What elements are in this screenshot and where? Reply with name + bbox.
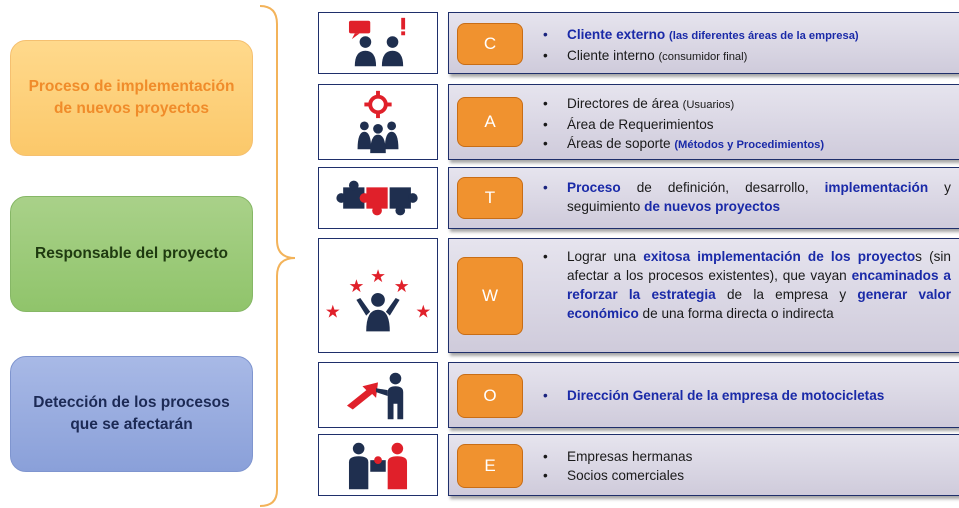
bullet-text: Cliente interno [567, 48, 659, 63]
category-project-owner: Responsable del proyecto [10, 196, 253, 312]
svg-text:★: ★ [349, 277, 365, 297]
bullet-text: implementación [824, 180, 929, 195]
row-t: T Proceso de definición, desarrollo, imp… [448, 167, 959, 229]
two-people-puzzle-icon [318, 434, 438, 496]
row-o: O Dirección General de la empresa de mot… [448, 362, 959, 428]
svg-text:★: ★ [415, 303, 431, 323]
bullet-text: Áreas de soporte [567, 136, 675, 151]
bullet-list: Cliente externo (las diferentes áreas de… [541, 25, 951, 67]
bullet-text: (Métodos y Procedimientos) [674, 139, 825, 151]
puzzle-pieces-icon [318, 167, 438, 229]
letter-badge: T [457, 177, 523, 219]
bullet-list: Dirección General de la empresa de motoc… [541, 386, 951, 405]
bullet-text: (Usuarios) [682, 99, 735, 111]
letter-badge: E [457, 444, 523, 488]
bullet-text: encaminados a reforzar la estrategia [567, 268, 951, 302]
row-w: W Lograr una exitosa implementación de l… [448, 238, 959, 353]
category-label: Detección de los procesos que se afectar… [33, 394, 230, 433]
category-implementation-process: Proceso de implementación de nuevos proy… [10, 40, 253, 156]
row-c: C Cliente externo (las diferentes áreas … [448, 12, 959, 74]
category-label: Proceso de implementación de nuevos proy… [28, 78, 235, 117]
bullet-text: generar valor económico [567, 287, 952, 321]
bullet-text: Lograr una [567, 249, 644, 264]
bullet-text: Cliente externo [567, 27, 669, 42]
bullet-text: Proceso [567, 180, 621, 195]
bullet-text: (las diferentes áreas de la empresa) [668, 30, 859, 42]
bullet-list: Proceso de definición, desarrollo, imple… [541, 178, 951, 216]
brace-connector [259, 5, 296, 507]
category-label: Responsable del proyecto [35, 245, 228, 262]
person-with-stars-icon: ★★★ ★★ [318, 238, 438, 353]
two-people-talking-icon [318, 12, 438, 74]
letter-badge: W [457, 257, 523, 335]
bullet-item: Proceso de definición, desarrollo, imple… [541, 178, 951, 216]
bullet-text: de una forma directa o indirecta [638, 306, 834, 321]
person-pointing-arrow-icon [318, 362, 438, 428]
svg-text:★: ★ [370, 267, 386, 287]
bullet-item: Directores de área (Usuarios) [541, 94, 951, 115]
letter-badge: O [457, 374, 523, 418]
letter-badge: C [457, 23, 523, 65]
letter-badge: A [457, 97, 523, 147]
bullet-item: Cliente interno (consumidor final) [541, 46, 951, 67]
bullet-text: de definición, desarrollo, [620, 180, 825, 195]
bullet-text: (consumidor final) [658, 51, 748, 63]
bullet-text: Dirección General de la empresa de motoc… [567, 388, 885, 403]
bullet-item: Dirección General de la empresa de motoc… [541, 386, 951, 405]
category-affected-processes: Detección de los procesos que se afectar… [10, 356, 253, 472]
svg-text:★: ★ [394, 277, 410, 297]
bullet-item: Área de Requerimientos [541, 115, 951, 134]
bullet-list: Directores de área (Usuarios) Área de Req… [541, 94, 951, 155]
bullet-text: s (sin afectar a los procesos existentes… [567, 249, 951, 283]
bullet-text: de nuevos proyectos [644, 199, 781, 214]
bullet-text: Empresas hermanas [567, 449, 693, 464]
row-e: E Empresas hermanasSocios comerciales [448, 434, 959, 496]
bullet-text: exitosa implementación de los proyecto [643, 249, 916, 264]
bullet-text: y seguimiento [567, 180, 951, 214]
bullet-list: Lograr una exitosa implementación de los… [541, 247, 951, 323]
bullet-text: Directores de área [567, 96, 683, 111]
bullet-item: Áreas de soporte (Métodos y Procedimient… [541, 134, 951, 155]
bullet-text: Área de Requerimientos [567, 117, 714, 132]
bullet-text: Socios comerciales [567, 468, 685, 483]
team-gear-icon [318, 84, 438, 160]
bullet-list: Empresas hermanasSocios comerciales [541, 447, 951, 485]
bullet-text: de la empresa y [715, 287, 858, 302]
bullet-item: Cliente externo (las diferentes áreas de… [541, 25, 951, 46]
svg-text:★: ★ [325, 303, 341, 323]
bullet-item: Empresas hermanas [541, 447, 951, 466]
bullet-item: Lograr una exitosa implementación de los… [541, 247, 951, 323]
row-a: A Directores de área (Usuarios) Área de R… [448, 84, 959, 160]
bullet-item: Socios comerciales [541, 466, 951, 485]
